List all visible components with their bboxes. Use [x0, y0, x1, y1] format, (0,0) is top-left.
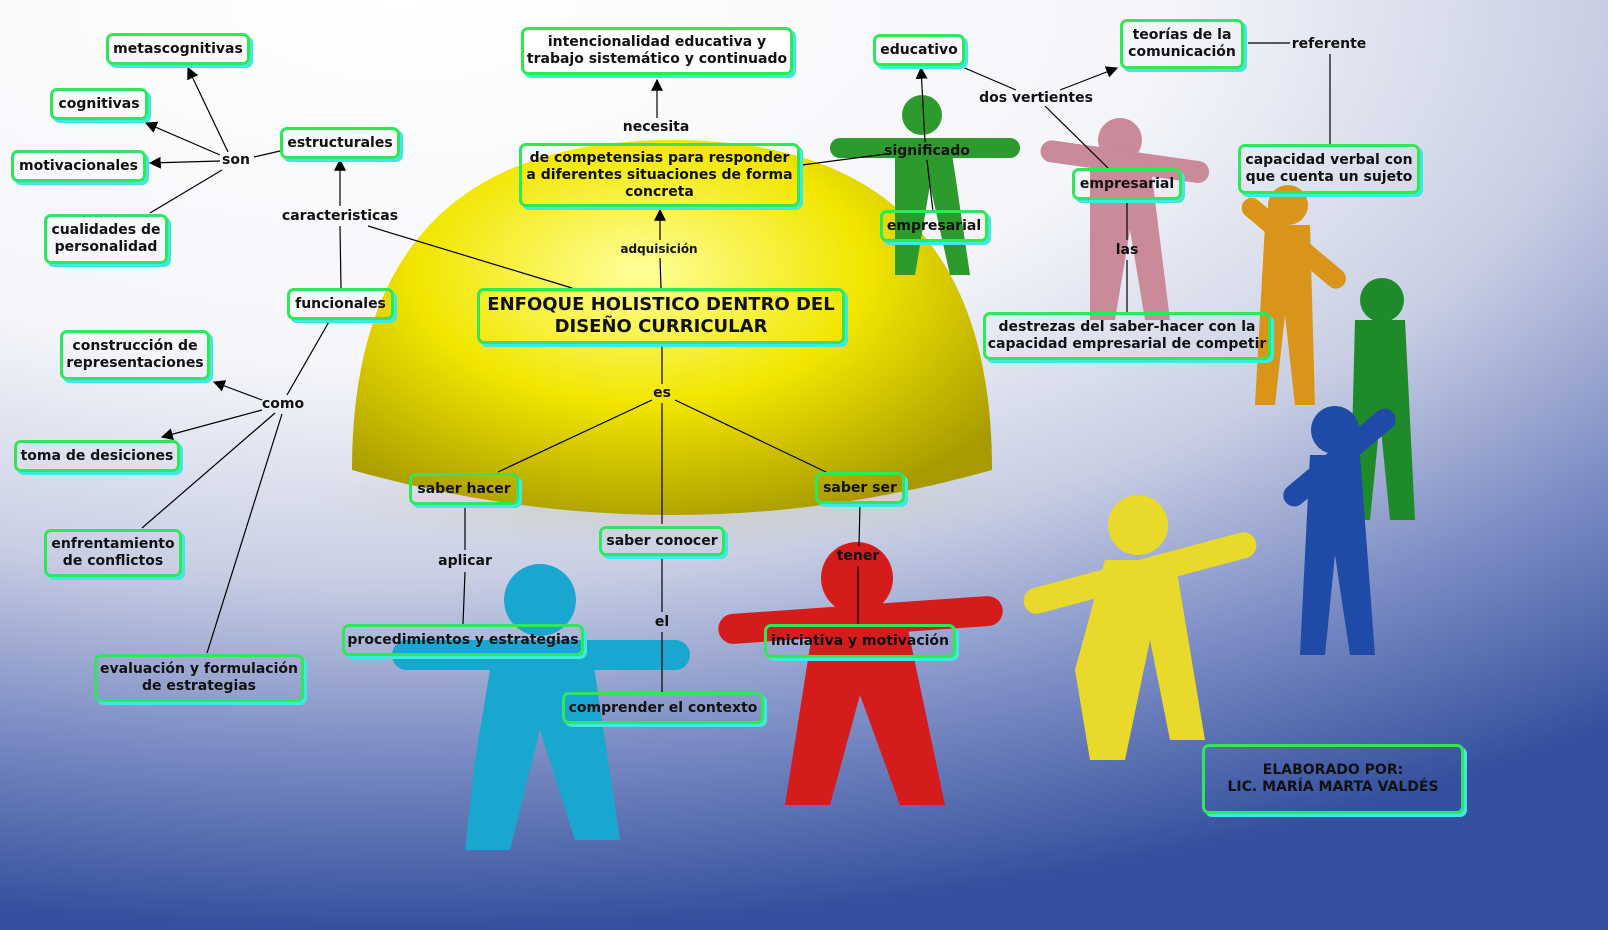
node-label: construcción de [72, 338, 198, 354]
node-estructurales[interactable]: estructurales [280, 127, 400, 159]
node-label: educativo [880, 41, 958, 58]
link-como: como [261, 396, 305, 412]
node-label: saber conocer [606, 532, 718, 549]
node-label: intencionalidad educativa y [547, 34, 767, 50]
node-toma-de-desiciones[interactable]: toma de desiciones [14, 440, 180, 472]
link-adquisicion: adquisición [620, 242, 698, 256]
figure-pink [1040, 118, 1210, 320]
link-caracteristicas: caracteristicas [281, 208, 399, 224]
node-metascognitivas[interactable]: metascognitivas [106, 33, 250, 65]
node-label: que cuenta un sujeto [1245, 169, 1413, 185]
figure-yellow [1023, 495, 1257, 760]
node-label: teorías de la [1132, 27, 1232, 43]
node-label: comunicación [1128, 44, 1236, 60]
node-label: capacidad verbal con [1245, 152, 1413, 168]
node-label: motivacionales [18, 157, 139, 174]
link-dos-vertientes: dos vertientes [979, 90, 1093, 106]
credit-box: ELABORADO POR:LIC. MARÍA MARTA VALDÉS [1202, 744, 1464, 814]
yellow-dome [352, 140, 992, 515]
node-label: ENFOQUE HOLISTICO DENTRO DEL [487, 294, 835, 315]
link-referente: referente [1291, 36, 1367, 52]
node-label: cognitivas [58, 95, 140, 112]
node-label: estructurales [287, 134, 393, 151]
node-label: empresarial [1079, 175, 1175, 192]
credit-label: ELABORADO POR: [1262, 762, 1404, 778]
node-label: metascognitivas [113, 40, 243, 57]
node-label: comprender el contexto [568, 699, 758, 716]
node-label: toma de desiciones [20, 447, 174, 464]
link-necesita: necesita [622, 119, 690, 135]
node-label: iniciativa y motivación [771, 632, 950, 649]
node-label: evaluación y formulación [100, 661, 298, 677]
link-son: son [222, 152, 250, 168]
node-empresarial-1[interactable]: empresarial [880, 210, 988, 242]
figure-red [718, 542, 1003, 805]
node-label: saber hacer [417, 480, 511, 497]
node-label: enfrentamiento [51, 536, 175, 552]
node-label: procedimientos y estrategias [347, 631, 579, 648]
node-educativo[interactable]: educativo [873, 34, 965, 66]
node-label: capacidad empresarial de competir [987, 336, 1267, 352]
node-label: personalidad [54, 239, 158, 255]
node-label: concreta [625, 183, 694, 200]
link-aplicar: aplicar [438, 553, 492, 569]
node-comprender-el-contexto[interactable]: comprender el contexto [562, 692, 764, 724]
node-cognitivas[interactable]: cognitivas [50, 88, 148, 120]
figure-blue [1283, 406, 1396, 655]
node-label: cualidades de [51, 222, 161, 238]
node-iniciativa-y-motivacion[interactable]: iniciativa y motivación [764, 624, 956, 658]
node-label: trabajo sistemático y continuado [526, 51, 788, 67]
node-funcionales[interactable]: funcionales [287, 288, 394, 320]
node-saber-hacer[interactable]: saber hacer [409, 473, 519, 505]
node-label: destrezas del saber-hacer con la [998, 319, 1256, 335]
link-es: es [653, 385, 671, 401]
link-significado: significado [884, 143, 970, 159]
node-label: de estrategias [141, 678, 257, 694]
credit-author: LIC. MARÍA MARTA VALDÉS [1227, 779, 1439, 795]
node-label: saber ser [823, 479, 897, 496]
figure-orange [1241, 185, 1346, 405]
node-label: de competensias para responder [529, 149, 790, 166]
node-label: a diferentes situaciones de forma [526, 166, 793, 183]
node-empresarial-2[interactable]: empresarial [1072, 168, 1182, 200]
link-las: las [1115, 242, 1139, 258]
link-tener: tener [836, 548, 880, 564]
link-el: el [654, 614, 670, 630]
node-label: representaciones [66, 355, 204, 371]
node-saber-ser[interactable]: saber ser [815, 472, 905, 504]
node-label: empresarial [886, 217, 982, 234]
node-label: DISEÑO CURRICULAR [554, 316, 768, 337]
node-label: funcionales [295, 295, 386, 312]
node-procedimientos-y-estrategias[interactable]: procedimientos y estrategias [342, 624, 584, 656]
node-motivacionales[interactable]: motivacionales [11, 150, 146, 182]
node-saber-conocer[interactable]: saber conocer [599, 526, 725, 556]
node-label: de conflictos [62, 553, 164, 569]
